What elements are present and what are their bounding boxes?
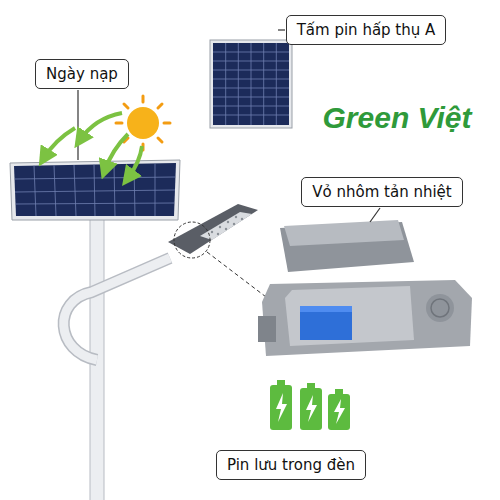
label-box: Tấm pin hấp thụ A (286, 15, 447, 45)
brand-watermark: Green Việt (323, 101, 472, 135)
leader-line (278, 29, 285, 30)
leader-line (77, 90, 78, 160)
label-box: Vỏ nhôm tản nhiệt (301, 177, 462, 207)
detail-arrow (207, 252, 270, 300)
big-solar-panel (10, 160, 180, 220)
aluminium-cover (280, 220, 414, 272)
box-text: Vỏ nhôm tản nhiệt (312, 183, 451, 201)
box-text: Tấm pin hấp thụ A (297, 21, 436, 39)
label-box: Ngày nạp (35, 59, 129, 89)
label-box: Pin lưu trong đèn (216, 450, 366, 480)
leader-line (370, 208, 380, 222)
sun (116, 96, 170, 150)
battery-icons (270, 380, 350, 430)
light-pole (64, 212, 170, 500)
small-solar-panel (210, 40, 292, 128)
charge-arrows (44, 113, 142, 178)
box-text: Pin lưu trong đèn (227, 456, 355, 474)
lamp-head (168, 204, 258, 258)
box-text: Ngày nạp (46, 65, 118, 83)
lamp-body (258, 280, 472, 356)
